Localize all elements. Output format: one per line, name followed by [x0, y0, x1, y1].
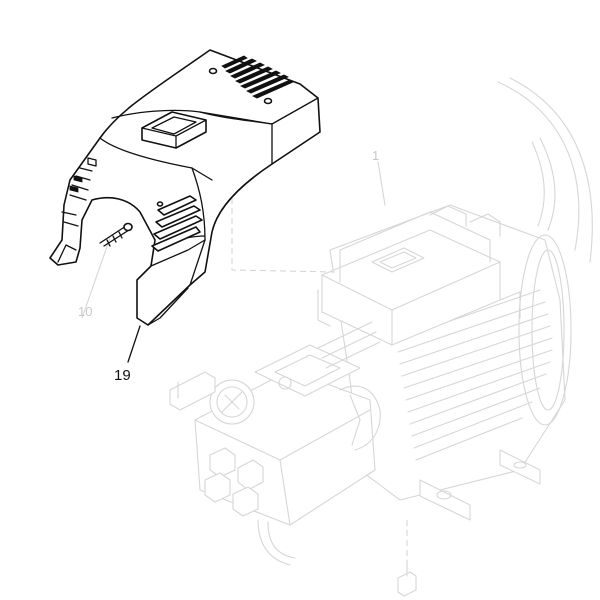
screw-part-10 — [99, 222, 133, 247]
callout-19: 19 — [114, 367, 131, 384]
callout-1: 1 — [372, 148, 379, 163]
callout-10: 10 — [78, 304, 92, 319]
motor-pump-assembly — [169, 77, 593, 597]
leader-line-19 — [127, 325, 141, 363]
motor-cover-part-19 — [49, 49, 321, 326]
leader-line-10 — [81, 237, 111, 319]
assembly-guide-lines — [231, 198, 408, 560]
leader-line-1 — [377, 161, 386, 206]
